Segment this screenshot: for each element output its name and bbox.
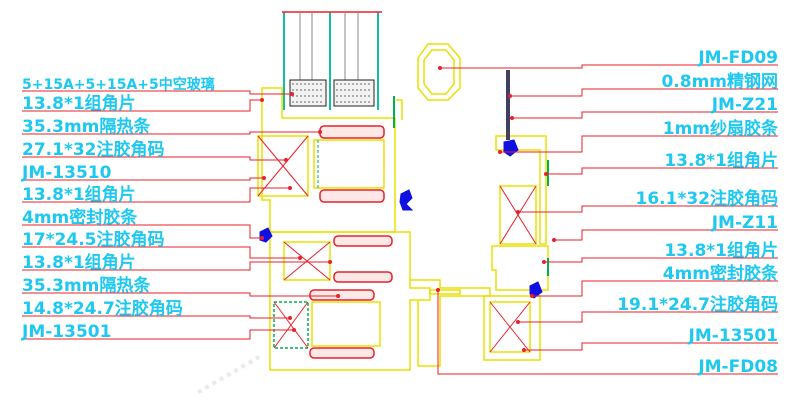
svg-text:·········: ········· [191,346,269,405]
right-label-6: 16.1*32注胶角码 [636,188,779,209]
left-leader-4-dot [284,158,288,162]
right-label-4: 1mm纱扇胶条 [663,118,779,139]
watermark: ········· [191,346,269,405]
left-label-12: JM-13501 [21,322,111,342]
glass-unit [282,11,382,110]
right-label-2: 0.8mm精钢网 [661,71,778,92]
right-leader-3 [512,111,778,119]
left-label-4: 27.1*32注胶角码 [22,139,165,160]
callout-labels: 5+15A+5+15A+5中空玻璃13.8*1组角片35.3mm隔热条27.1*… [21,48,779,377]
seal-upper [399,189,414,211]
left-label-8: 17*24.5注胶角码 [22,229,165,250]
left-leader-3-dot [318,130,322,134]
left-leader-11 [22,315,290,319]
right-leader-7-dot [552,238,556,242]
left-leader-4 [22,156,286,161]
right-label-11: JM-13501 [688,326,778,346]
left-leader-9 [22,261,330,271]
mullion-connector [410,279,491,367]
left-leader-8 [22,246,300,259]
left-leader-12 [22,329,294,340]
screen-sash [491,135,549,291]
left-leader-12-dot [292,328,296,332]
right-label-9: 4mm密封胶条 [663,263,779,284]
right-leader-10 [518,311,778,323]
right-leader-2 [510,88,778,97]
right-leader-12-dot [436,288,440,292]
right-leader-5 [546,167,778,175]
right-lower-frame [483,295,541,361]
right-leader-8-dot [542,260,546,264]
right-leader-4-dot [498,150,502,154]
right-leader-3-dot [510,116,514,120]
right-leader-11 [524,342,778,351]
right-leader-11-dot [522,348,526,352]
left-leader-5-dot [262,176,266,180]
left-leader-6 [22,187,290,203]
right-leader-2-dot [508,94,512,98]
left-label-9: 13.8*1组角片 [22,252,136,273]
left-leader-11-dot [288,316,292,320]
left-leader-2-dot [260,98,264,102]
left-label-7: 4mm密封胶条 [22,207,138,228]
right-leader-5-dot [544,172,548,176]
right-leader-9-dot [530,294,534,298]
right-label-10: 19.1*24.7注胶角码 [617,294,778,315]
left-label-3: 35.3mm隔热条 [22,116,151,137]
fd09-part [417,43,461,101]
left-leader-10-dot [336,294,340,298]
lower-frame [269,231,431,371]
right-label-8: 13.8*1组角片 [664,240,778,261]
right-leader-7 [554,229,778,241]
right-leader-1 [440,64,778,69]
left-leader-1 [22,90,292,95]
leader-lines [22,64,778,375]
right-leader-9 [532,280,778,297]
left-label-1: 5+15A+5+15A+5中空玻璃 [22,76,215,93]
right-leader-6 [518,205,778,213]
left-label-10: 35.3mm隔热条 [22,275,151,296]
left-leader-7-dot [260,236,264,240]
left-label-11: 14.8*24.7注胶角码 [22,298,183,319]
profile-geometry [257,11,549,371]
right-label-1: JM-FD09 [697,48,778,68]
right-label-12: JM-FD08 [697,357,778,377]
left-leader-6-dot [288,186,292,190]
left-label-5: JM-13510 [21,163,112,183]
right-leader-1-dot [438,66,442,70]
right-leader-10-dot [516,320,520,324]
right-leader-8 [544,257,778,263]
right-label-5: 13.8*1组角片 [664,150,778,171]
left-leader-5 [22,177,264,181]
left-leader-9-dot [328,260,332,264]
seal-right [529,281,543,299]
right-label-3: JM-Z21 [711,95,778,115]
left-label-6: 13.8*1组角片 [22,184,136,205]
left-leader-1-dot [290,92,294,96]
seal-screen [503,139,519,157]
left-label-2: 13.8*1组角片 [22,93,136,114]
left-leader-10 [22,292,338,297]
right-leader-4 [500,135,778,153]
left-leader-2 [22,99,262,112]
right-label-7: JM-Z11 [711,213,778,233]
left-leader-3 [22,131,320,135]
right-leader-6-dot [516,210,520,214]
right-leader-12 [437,290,778,375]
left-leader-8-dot [298,256,302,260]
left-leader-7 [22,224,262,239]
